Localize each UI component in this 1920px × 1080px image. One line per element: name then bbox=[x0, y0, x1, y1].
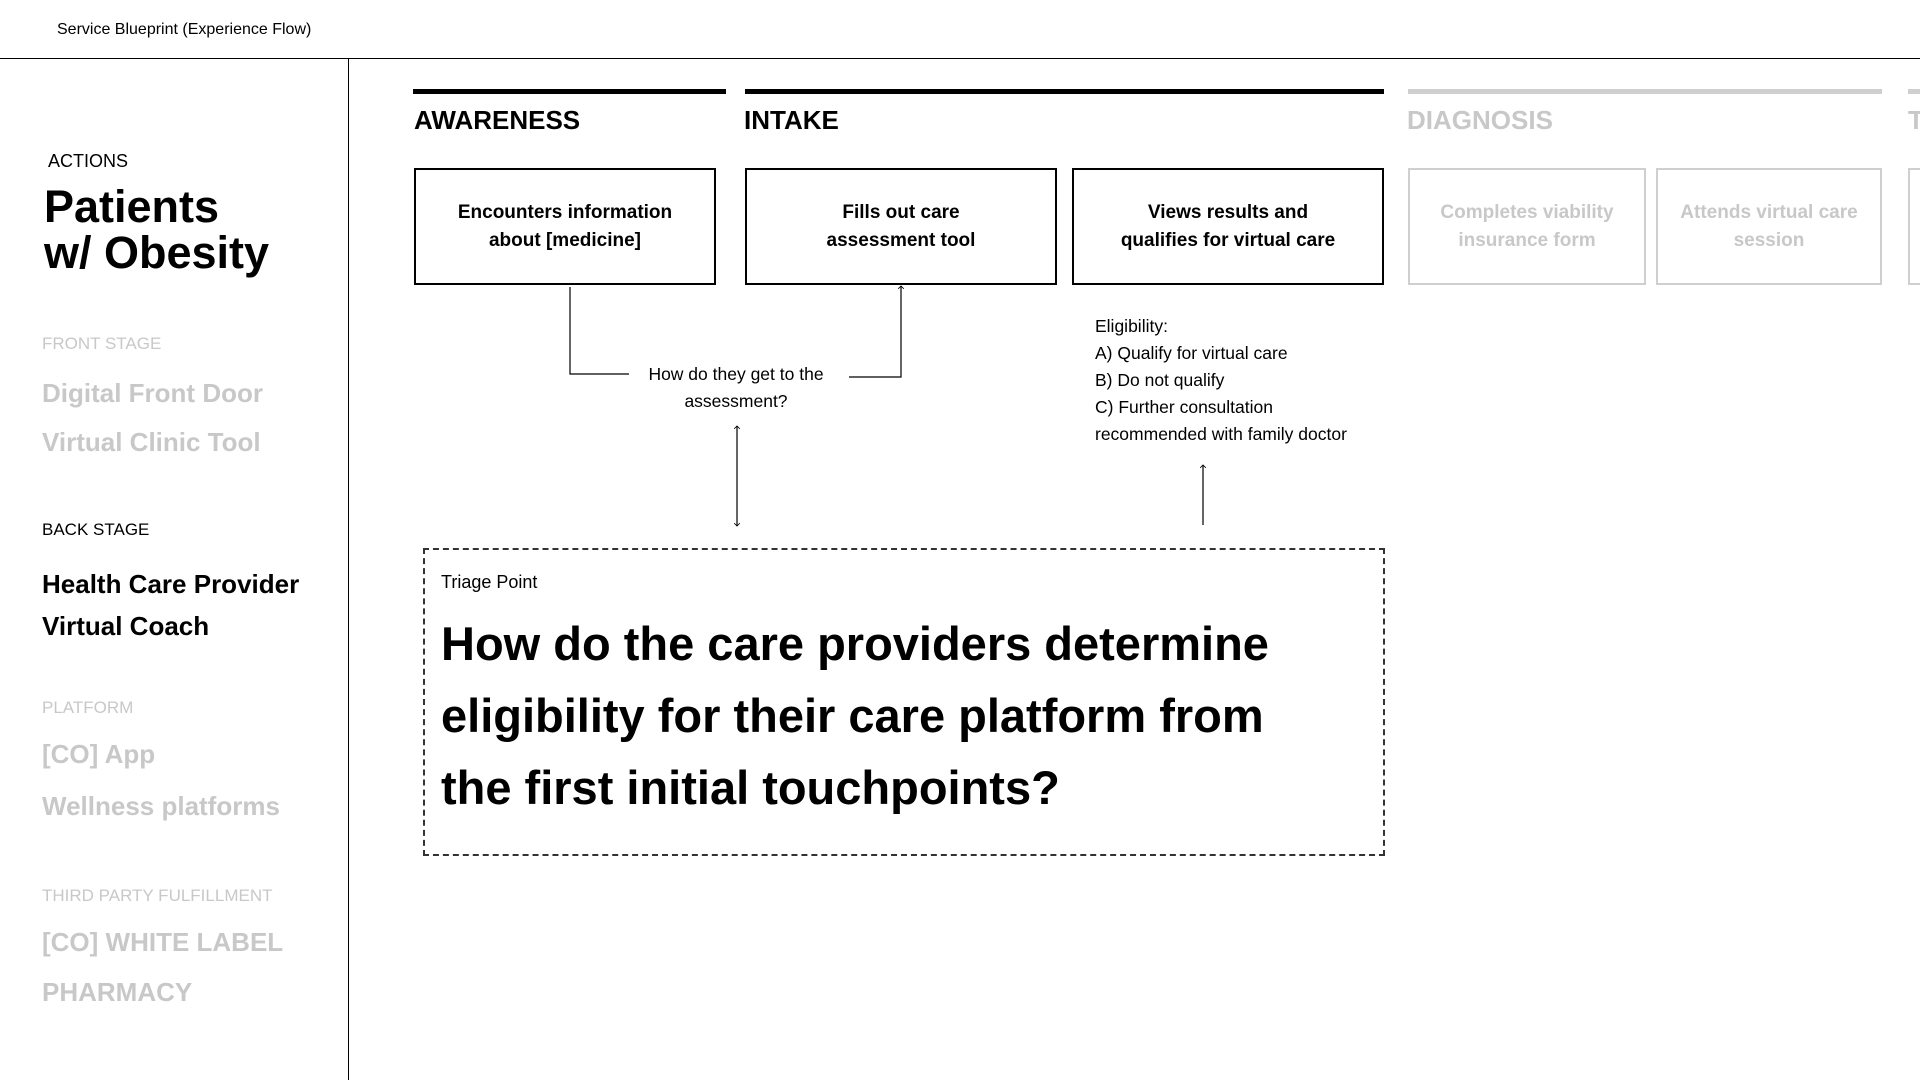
step-text: Fills out care assessment tool bbox=[827, 199, 976, 255]
persona-line-1: Patients bbox=[44, 181, 220, 232]
triage-point-label: Triage Point bbox=[441, 572, 538, 592]
step-views-results[interactable]: Views results and qualifies for virtual … bbox=[1072, 168, 1384, 285]
phase-awareness[interactable]: AWARENESS bbox=[414, 105, 581, 135]
step-line: Fills out care bbox=[842, 201, 960, 223]
front-stage-label: FRONT STAGE bbox=[42, 334, 162, 353]
step-encounters-information[interactable]: Encounters information about [medicine] bbox=[414, 168, 716, 285]
eligibility-option: B) Do not qualify bbox=[1095, 370, 1225, 390]
step-line: about [medicine] bbox=[488, 229, 641, 251]
platform-item-wellness-platforms[interactable]: Wellness platforms bbox=[42, 791, 280, 821]
step-line: assessment tool bbox=[826, 229, 976, 251]
step-next-clipped bbox=[1908, 168, 1920, 285]
third-party-item-white-label[interactable]: [CO] WHITE LABEL bbox=[42, 927, 284, 957]
document-title: Service Blueprint (Experience Flow) bbox=[57, 21, 312, 38]
phase-bar-awareness bbox=[413, 89, 726, 94]
connector-question-note: How do they get to the assessment? bbox=[648, 364, 824, 411]
phase-bar-intake bbox=[745, 89, 1384, 94]
step-text: Views results and qualifies for virtual … bbox=[1121, 199, 1335, 255]
triage-point-box[interactable]: Triage Point How do the care providers d… bbox=[423, 548, 1385, 856]
step-line: qualifies for virtual care bbox=[1120, 229, 1336, 251]
step-line: session bbox=[1733, 229, 1805, 251]
triage-question: How do the care providers determine elig… bbox=[441, 617, 1269, 814]
step-completes-viability-form[interactable]: Completes viability insurance form bbox=[1408, 168, 1646, 285]
actions-label: ACTIONS bbox=[48, 151, 129, 171]
step-text: Attends virtual care session bbox=[1680, 199, 1857, 255]
step-line: Completes viability bbox=[1440, 201, 1614, 223]
persona-line-2: w/ Obesity bbox=[44, 227, 270, 278]
persona-title: Patients w/ Obesity bbox=[44, 184, 344, 276]
back-stage-item-health-care-provider[interactable]: Health Care Provider bbox=[42, 569, 300, 599]
step-line: Attends virtual care bbox=[1680, 201, 1858, 223]
top-bar: Service Blueprint (Experience Flow) bbox=[0, 0, 1920, 59]
eligibility-option: recommended with family doctor bbox=[1095, 424, 1347, 444]
step-fills-out-assessment[interactable]: Fills out care assessment tool bbox=[745, 168, 1057, 285]
step-line: Views results and bbox=[1147, 201, 1309, 223]
phase-intake[interactable]: INTAKE bbox=[744, 105, 839, 135]
third-party-item-pharmacy[interactable]: PHARMACY bbox=[42, 977, 193, 1007]
phase-diagnosis[interactable]: DIAGNOSIS bbox=[1407, 105, 1553, 135]
connector-question-to-intake bbox=[849, 285, 905, 378]
platform-item-co-app[interactable]: [CO] App bbox=[42, 739, 156, 769]
step-text: Completes viability insurance form bbox=[1440, 199, 1613, 255]
phase-bar-next bbox=[1908, 89, 1920, 94]
eligibility-option: A) Qualify for virtual care bbox=[1095, 343, 1288, 363]
step-text: Encounters information about [medicine] bbox=[458, 199, 672, 255]
connector-awareness-to-question bbox=[569, 287, 629, 375]
eligibility-title: Eligibility: bbox=[1095, 316, 1168, 336]
back-stage-label: BACK STAGE bbox=[42, 520, 150, 539]
eligibility-note: Eligibility: A) Qualify for virtual care… bbox=[1095, 313, 1347, 448]
phase-next[interactable]: T bbox=[1908, 105, 1920, 135]
eligibility-option: C) Further consultation bbox=[1095, 397, 1273, 417]
phase-bar-diagnosis bbox=[1408, 89, 1882, 94]
third-party-label: THIRD PARTY FULFILLMENT bbox=[42, 886, 273, 905]
back-stage-item-virtual-coach[interactable]: Virtual Coach bbox=[42, 611, 210, 641]
front-stage-item-digital-front-door[interactable]: Digital Front Door bbox=[42, 378, 263, 408]
front-stage-item-virtual-clinic-tool[interactable]: Virtual Clinic Tool bbox=[42, 427, 261, 457]
step-attends-virtual-session[interactable]: Attends virtual care session bbox=[1656, 168, 1882, 285]
step-line: insurance form bbox=[1458, 229, 1596, 251]
step-line: Encounters information bbox=[457, 201, 673, 223]
platform-label: PLATFORM bbox=[42, 698, 134, 717]
sidebar: ACTIONS Patients w/ Obesity FRONT STAGE … bbox=[0, 59, 349, 1080]
